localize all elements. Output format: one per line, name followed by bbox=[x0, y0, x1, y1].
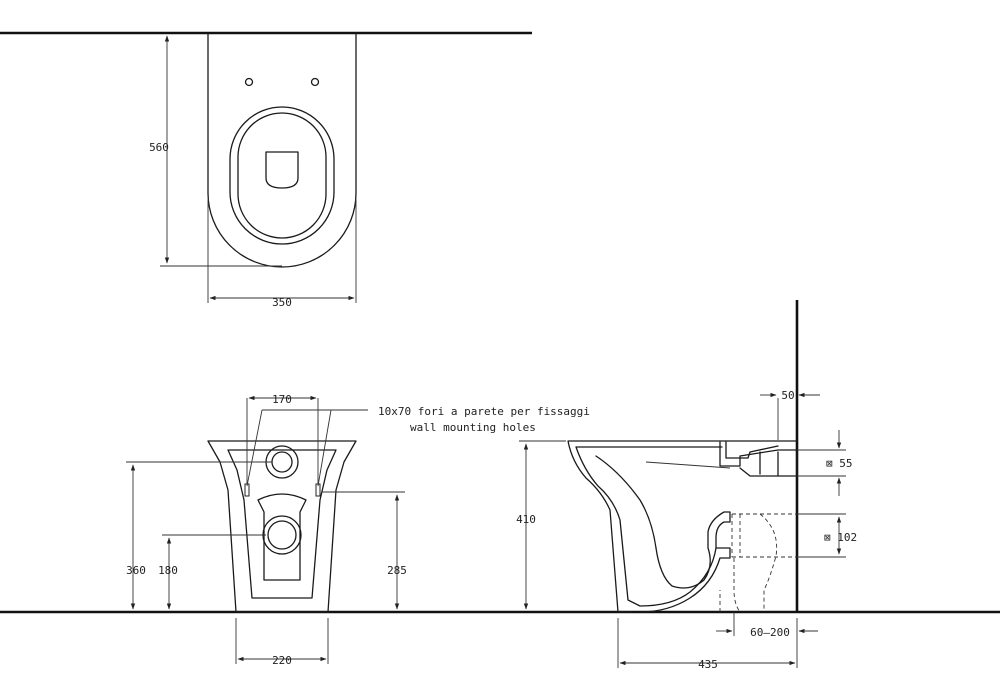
top-view: 560 350 bbox=[0, 31, 532, 309]
outlet-pipe-dashed bbox=[719, 513, 797, 613]
dim-base-width-label: 220 bbox=[272, 654, 292, 667]
dim-wall-gap-label: 50 bbox=[781, 389, 794, 402]
side-outer-outline bbox=[567, 440, 798, 613]
dim-hole-height-label: 285 bbox=[387, 564, 407, 577]
side-bowl-inner bbox=[575, 446, 731, 613]
annotation-english: wall mounting holes bbox=[410, 421, 536, 434]
inlet-inner bbox=[271, 451, 293, 473]
dim-outlet-range-label: 60–200 bbox=[750, 626, 790, 639]
inlet-leader bbox=[645, 461, 731, 469]
fixing-hole-left bbox=[244, 77, 254, 87]
dim-outlet-size-label: ⊠ 102 bbox=[824, 531, 857, 544]
side-inlet-pipe bbox=[739, 449, 798, 477]
side-view: 50 ⊠ 55 ⊠ 102 410 60–200 435 bbox=[516, 300, 857, 671]
front-view: 170 10x70 fori a parete per fissaggi wal… bbox=[126, 393, 590, 667]
outlet-outer bbox=[262, 515, 302, 555]
outlet-inner bbox=[267, 520, 297, 550]
side-trap bbox=[595, 455, 731, 589]
dim-hole-spacing-label: 170 bbox=[272, 393, 292, 406]
bowl-outline-top bbox=[207, 32, 357, 268]
seat-opening-outer bbox=[229, 106, 335, 245]
front-outer-outline bbox=[207, 440, 357, 613]
drain-opening bbox=[265, 151, 299, 189]
front-inner-trap bbox=[257, 493, 307, 581]
dim-inlet-size-label: ⊠ 55 bbox=[826, 457, 853, 470]
dim-width-label: 350 bbox=[272, 296, 292, 309]
dim-depth-label: 560 bbox=[149, 141, 169, 154]
dim-length-label: 435 bbox=[698, 658, 718, 671]
fixing-hole-right bbox=[310, 77, 320, 87]
front-inner-outline bbox=[227, 449, 337, 599]
annotation-italian: 10x70 fori a parete per fissaggi bbox=[378, 405, 590, 418]
dim-inlet-height-label: 360 bbox=[126, 564, 146, 577]
dim-height-label: 410 bbox=[516, 513, 536, 526]
side-rim-channel bbox=[719, 441, 798, 467]
annotation-leader bbox=[317, 409, 332, 487]
dim-outlet-height-label: 180 bbox=[158, 564, 178, 577]
seat-opening-inner bbox=[237, 112, 327, 239]
annotation-leader bbox=[246, 409, 263, 487]
